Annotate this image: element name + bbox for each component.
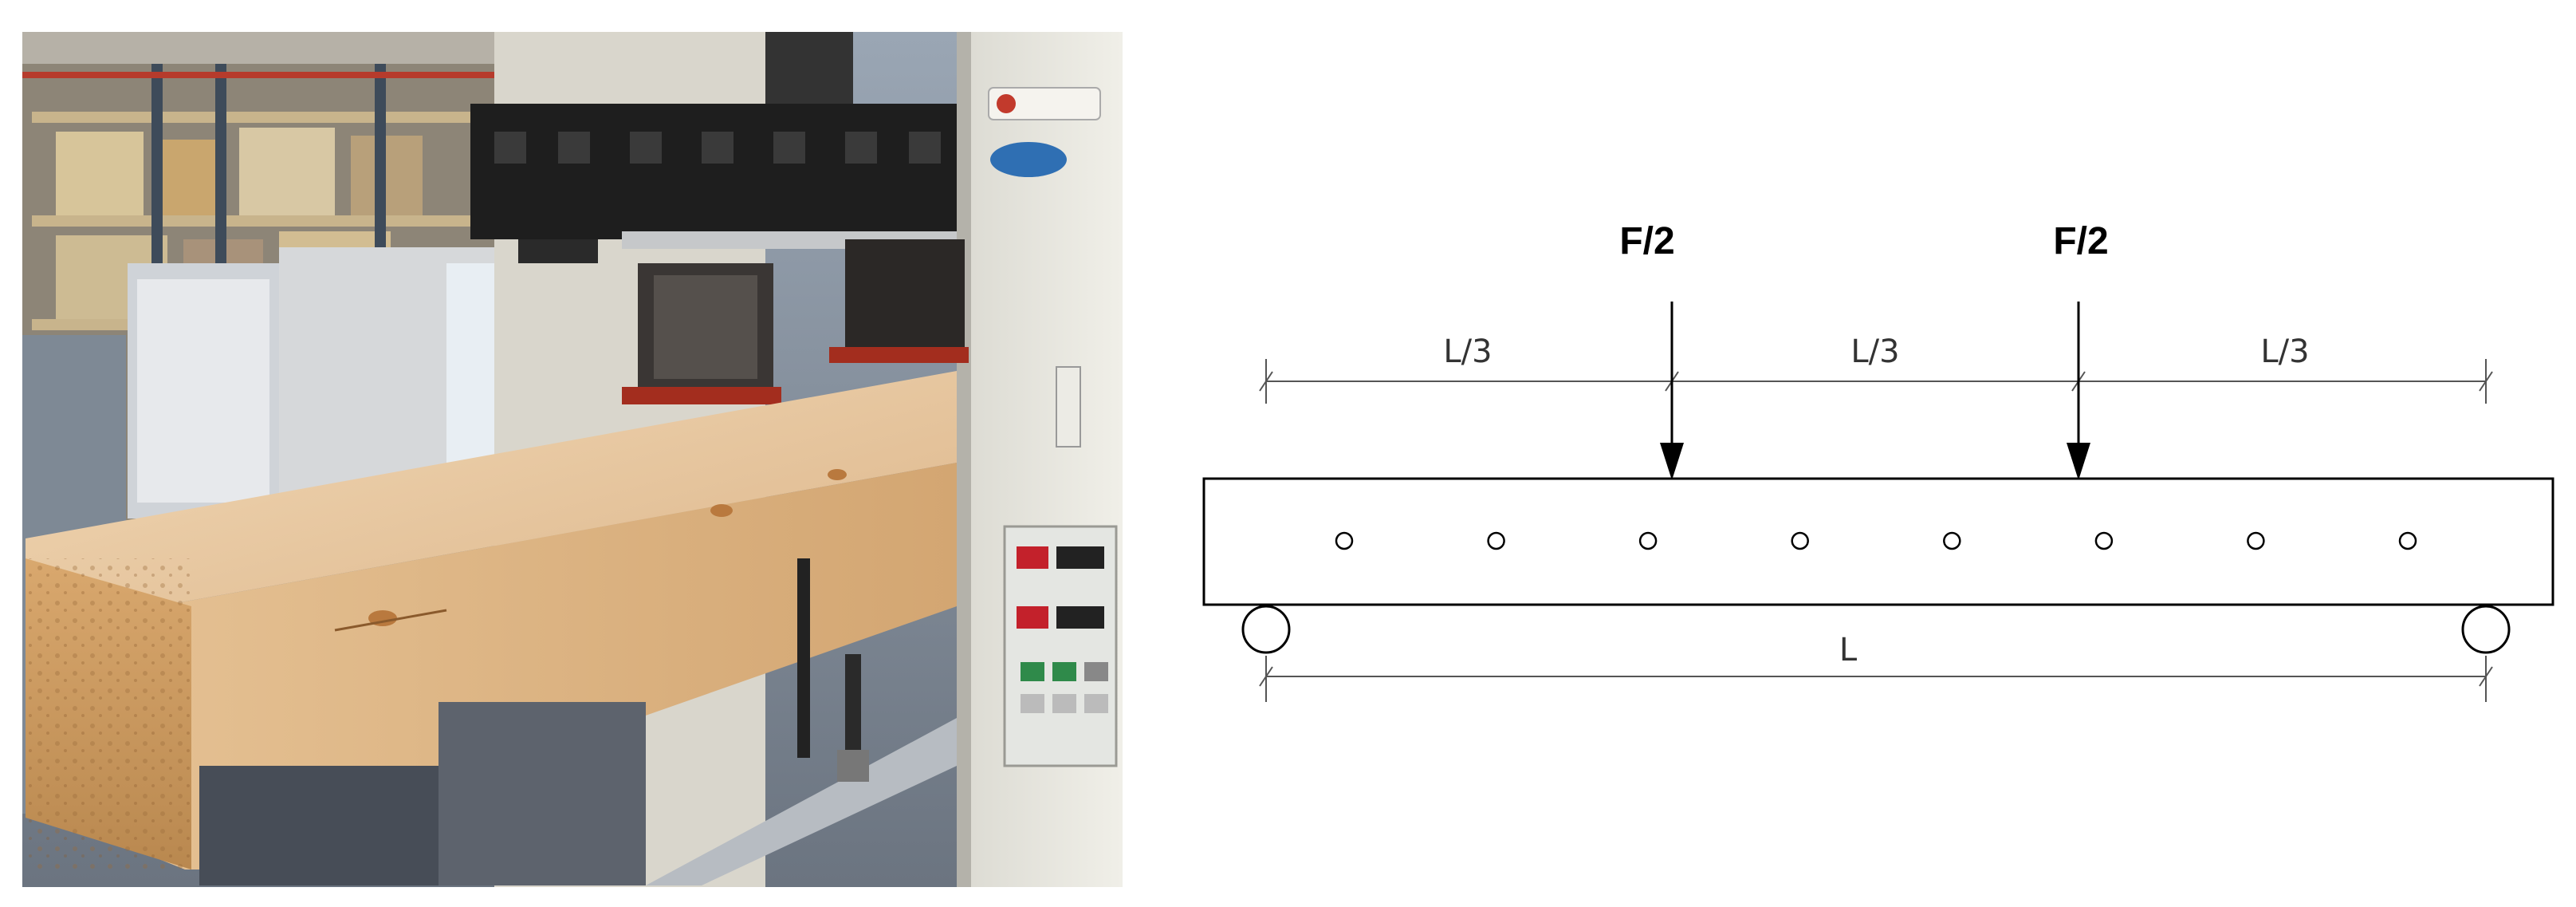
sensor-hole-icon [1943, 531, 1961, 550]
sensor-hole-icon [1791, 531, 1809, 550]
span-label-1: L/3 [1443, 333, 1492, 370]
span-label-3: L/3 [2260, 333, 2309, 370]
sensor-hole-icon [2247, 531, 2265, 550]
force-label-left: F/2 [1619, 220, 1674, 262]
sensor-hole-icon [1487, 531, 1505, 550]
sensor-hole-icon [1638, 531, 1658, 550]
sensor-hole-icon [1335, 531, 1354, 550]
test-setup-photo [22, 32, 1123, 887]
sensor-hole-icon [2094, 531, 2114, 550]
support-rig [199, 558, 957, 885]
beam-rectangle [1202, 477, 2554, 606]
sensor-hole-icon [2398, 531, 2417, 550]
loading-crosshead [470, 32, 957, 263]
down-arrow-icon [2067, 302, 2090, 480]
span-dimension-line [1259, 359, 2493, 404]
four-point-bending-diagram: F/2 F/2 L/3 L/3 L/3 [1202, 220, 2554, 702]
load-blocks [622, 239, 969, 404]
total-span-dimension-line [1259, 656, 2493, 702]
down-arrow-icon [1660, 302, 1684, 480]
circle-roller-support-icon [1241, 605, 1291, 654]
total-span-label: L [1839, 632, 1858, 668]
span-label-2: L/3 [1850, 333, 1899, 370]
circle-roller-support-icon [2461, 605, 2511, 654]
force-label-right: F/2 [2053, 220, 2108, 262]
sensor-row [1335, 531, 2417, 550]
